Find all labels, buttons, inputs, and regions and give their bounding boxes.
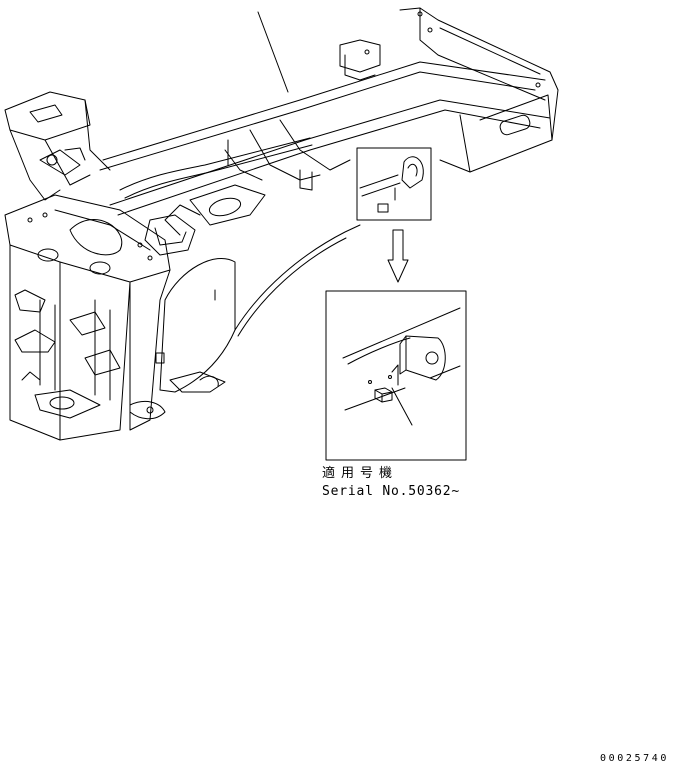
front-frame bbox=[4, 194, 171, 441]
detail-view bbox=[325, 290, 467, 461]
drawing-number: 00025740 bbox=[600, 753, 669, 764]
rear-frame bbox=[99, 7, 559, 256]
upper-bracket bbox=[4, 91, 111, 201]
serial-number-label: Serial No.50362~ bbox=[322, 484, 461, 499]
arrow-down-icon bbox=[387, 229, 409, 283]
leader-line-upper bbox=[257, 11, 289, 93]
centre-section bbox=[119, 137, 361, 393]
applicability-label-jp: 適用号機 bbox=[322, 466, 399, 481]
detail-area-box bbox=[356, 147, 432, 221]
